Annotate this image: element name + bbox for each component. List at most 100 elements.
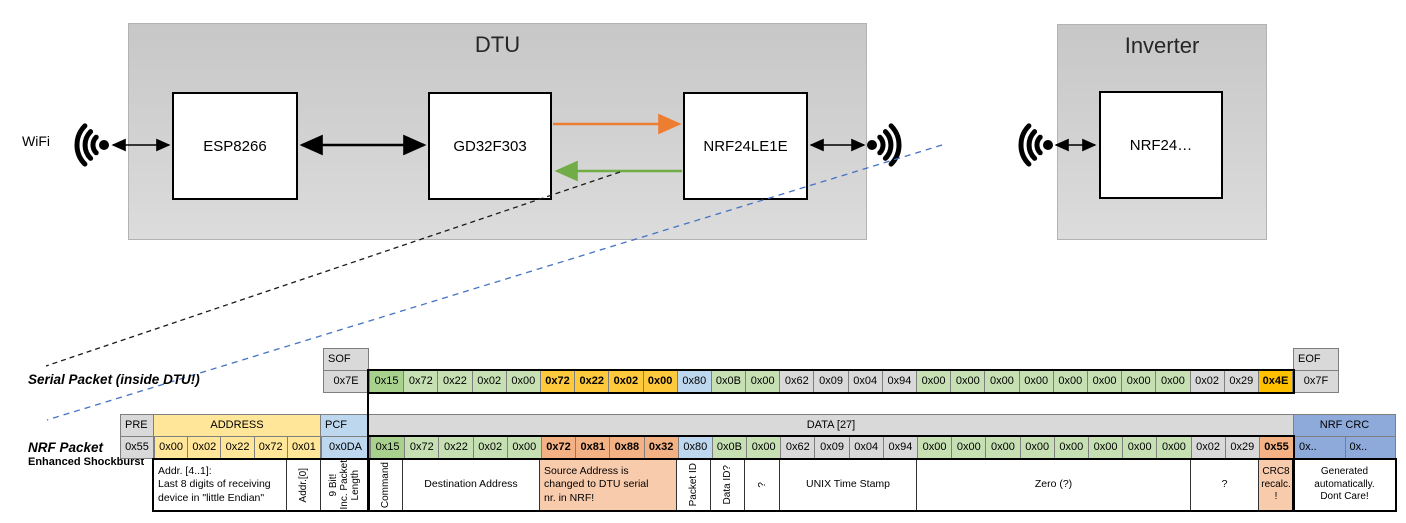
serial-byte: 0x00	[745, 370, 781, 393]
nrf-crc-byte: 0x..	[1294, 436, 1346, 459]
nrf-addr-byte: 0x00	[154, 436, 189, 459]
nrf-byte: 0x00	[985, 436, 1021, 459]
inverter-title: Inverter	[1124, 33, 1200, 58]
nrf-byte: 0x94	[882, 436, 918, 459]
pcf-header: PCF	[320, 414, 369, 437]
serial-sof-byte: 0x7E	[323, 370, 369, 393]
nrf-addr-byte: 0x02	[187, 436, 222, 459]
nrf-byte: 0x00	[1122, 436, 1158, 459]
serial-byte: 0x00	[950, 370, 986, 393]
address-header: ADDRESS	[153, 414, 321, 437]
nrf-byte: 0x15	[370, 436, 406, 459]
nrf-crc-bytes: 0x.. 0x..	[1294, 436, 1396, 459]
annotation-data-id-text: Data ID?	[722, 465, 733, 505]
nrf-addr-byte: 0x01	[286, 436, 322, 459]
enhanced-shockburst-label: Enhanced Shockburst	[28, 456, 145, 468]
serial-byte-row: 0x7E 0x15 0x72 0x22 0x02 0x00 0x72 0x22 …	[323, 370, 1339, 393]
serial-byte: 0x22	[437, 370, 473, 393]
nrf-byte: 0x04	[848, 436, 884, 459]
annotation-addr0: Addr.[0]	[286, 459, 321, 511]
nrf-byte: 0x02	[1190, 436, 1226, 459]
nrf-byte: 0x72	[540, 436, 577, 459]
serial-byte: 0x09	[813, 370, 849, 393]
annotation-question-2: ?	[1190, 459, 1259, 511]
gd32f303-node: GD32F303	[428, 92, 552, 200]
wifi-label: WiFi	[22, 133, 50, 149]
annotation-crc8: CRC8 recalc. !	[1258, 459, 1294, 511]
serial-byte: 0x00	[916, 370, 952, 393]
serial-byte: 0x15	[369, 370, 405, 393]
nrf-byte: 0x62	[780, 436, 816, 459]
serial-byte: 0x80	[676, 370, 712, 393]
sof-header: SOF	[323, 348, 369, 371]
serial-eof-byte: 0x7F	[1293, 370, 1339, 393]
gd32f303-label: GD32F303	[453, 137, 527, 155]
esp8266-label: ESP8266	[203, 137, 267, 155]
annotation-question-1: ?	[744, 459, 780, 511]
inverter-nrf24-label: NRF24…	[1129, 136, 1193, 154]
serial-byte: 0x72	[403, 370, 439, 393]
pre-header: PRE	[120, 414, 154, 437]
wifi-icon-dtu	[74, 123, 109, 167]
nrf-byte: 0x00	[746, 436, 782, 459]
serial-byte: 0x22	[574, 370, 610, 393]
nrf-addr-byte: 0x72	[253, 436, 288, 459]
nrf-byte: 0x80	[677, 436, 713, 459]
serial-byte: 0x4E	[1257, 370, 1294, 393]
nrf-address-bytes: 0x00 0x02 0x22 0x72 0x01	[154, 436, 322, 459]
nrf-crc-header: NRF CRC	[1293, 414, 1396, 437]
nrf-byte: 0x0B	[711, 436, 748, 459]
nrf-byte: 0x00	[917, 436, 953, 459]
nrf24le1e-node: NRF24LE1E	[683, 92, 808, 200]
eof-header: EOF	[1293, 348, 1339, 371]
nrf-byte: 0x02	[472, 436, 508, 459]
serial-byte: 0x00	[1086, 370, 1123, 393]
nrf-data-bytes: 0x15 0x72 0x22 0x02 0x00 0x72 0x81 0x88 …	[370, 436, 1295, 459]
nrf-byte: 0x55	[1258, 436, 1295, 459]
nrf-pre-byte: 0x55	[120, 436, 154, 459]
nrf-byte-row: 0x55 0x00 0x02 0x22 0x72 0x01 0x0DA 0x15…	[120, 436, 1396, 459]
serial-byte: 0x62	[779, 370, 815, 393]
serial-byte: 0x94	[881, 370, 917, 393]
serial-byte: 0x29	[1223, 370, 1259, 393]
esp8266-node: ESP8266	[172, 92, 298, 200]
serial-byte: 0x00	[505, 370, 541, 393]
nrf-byte: 0x00	[1087, 436, 1124, 459]
nrf-packet-label: NRF Packet	[28, 440, 104, 455]
data-header: DATA [27]	[368, 414, 1294, 437]
nrf-byte: 0x81	[575, 436, 611, 459]
serial-byte: 0x00	[1018, 370, 1054, 393]
nrf-byte: 0x00	[951, 436, 987, 459]
nrf-byte: 0x00	[506, 436, 542, 459]
nrf-byte: 0x72	[404, 436, 440, 459]
serial-data-bytes: 0x15 0x72 0x22 0x02 0x00 0x72 0x22 0x02 …	[369, 370, 1294, 393]
nrf-pcf-byte: 0x0DA	[321, 436, 370, 459]
annotation-destination: Destination Address	[402, 459, 540, 511]
annotation-unix-timestamp: UNIX Time Stamp	[779, 459, 917, 511]
serial-byte: 0x0B	[710, 370, 747, 393]
annotation-data-id: Data ID?	[710, 459, 745, 511]
nrf-crc-byte: 0x..	[1344, 436, 1396, 459]
inverter-nrf24-node: NRF24…	[1099, 91, 1223, 199]
serial-packet-label: Serial Packet (inside DTU!)	[28, 372, 200, 387]
annotation-command: Command	[368, 459, 403, 511]
nrf-byte: 0x88	[609, 436, 645, 459]
serial-byte: 0x00	[1052, 370, 1088, 393]
annotation-question-1-text: ?	[756, 482, 768, 488]
serial-byte: 0x00	[1155, 370, 1191, 393]
nrf-byte: 0x00	[1019, 436, 1055, 459]
annotation-addr41: Addr. [4..1]: Last 8 digits of receiving…	[153, 459, 287, 511]
serial-byte: 0x72	[539, 370, 576, 393]
wifi-icon-nrf-air	[867, 123, 902, 167]
serial-byte: 0x02	[471, 370, 507, 393]
serial-byte: 0x00	[642, 370, 678, 393]
serial-byte: 0x02	[608, 370, 644, 393]
annotation-pcf-text: 9 Bit! Inc. Packet Length	[328, 460, 361, 510]
serial-byte: 0x00	[984, 370, 1020, 393]
nrf24le1e-label: NRF24LE1E	[703, 137, 788, 155]
nrf-byte: 0x00	[1053, 436, 1089, 459]
annotation-command-text: Command	[380, 461, 391, 509]
nrf-addr-byte: 0x22	[220, 436, 255, 459]
wifi-icon-inverter	[1018, 123, 1053, 167]
